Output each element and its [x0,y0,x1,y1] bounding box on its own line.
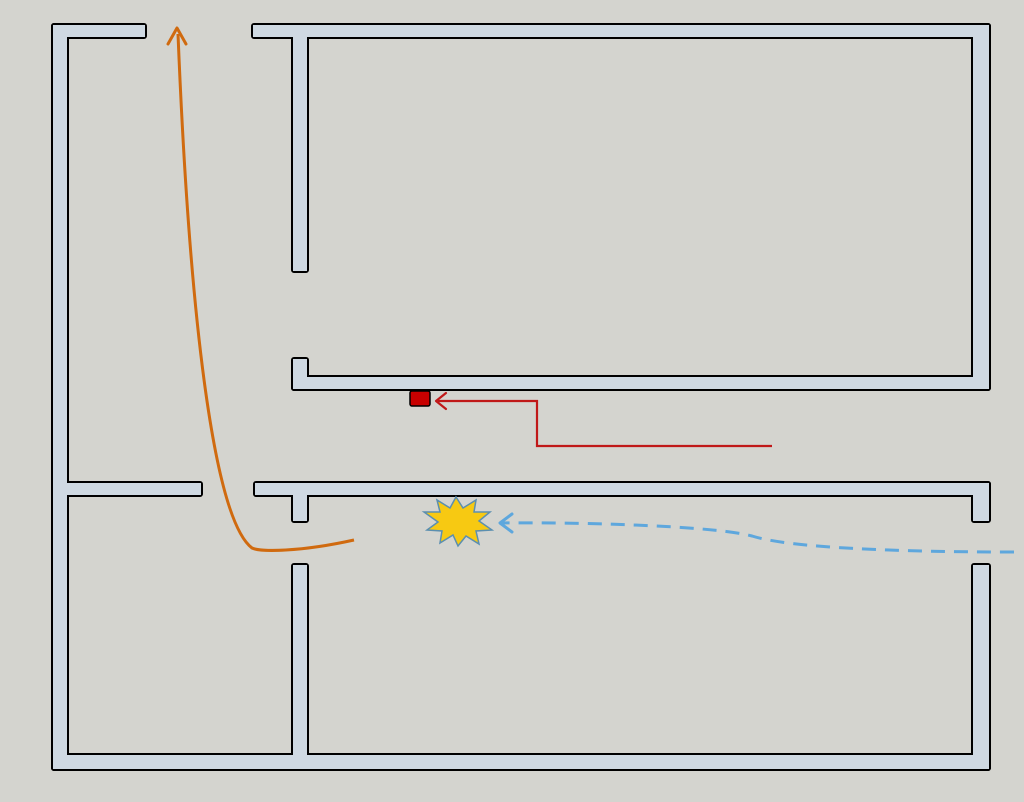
wall-fill [973,565,989,769]
wall-fill [973,25,989,389]
explosion-burst-icon [421,495,495,548]
wall-fill [293,25,307,271]
wall-fill [293,359,307,389]
floor-plan-walls [51,23,991,771]
orange-route-arrowhead [166,26,188,46]
blue-arrowhead [498,512,514,534]
wall-fill [53,25,67,769]
wall-fill [255,483,989,495]
wall-fill [973,483,989,521]
wall-fill [53,755,989,769]
orange-escape-route-arrow [176,33,355,552]
red-route-arrow [438,399,772,448]
wall-fill-overlay [53,25,989,769]
red-device-marker [409,390,431,407]
red-route-arrowhead [434,391,448,411]
wall-fill [293,483,307,521]
wall-fill [253,25,989,37]
blue-dashed-incoming-arrow [499,521,1015,554]
wall-fill [293,377,989,389]
wall-fill [53,25,145,37]
wall-fill [53,483,201,495]
wall-fill [293,565,307,769]
